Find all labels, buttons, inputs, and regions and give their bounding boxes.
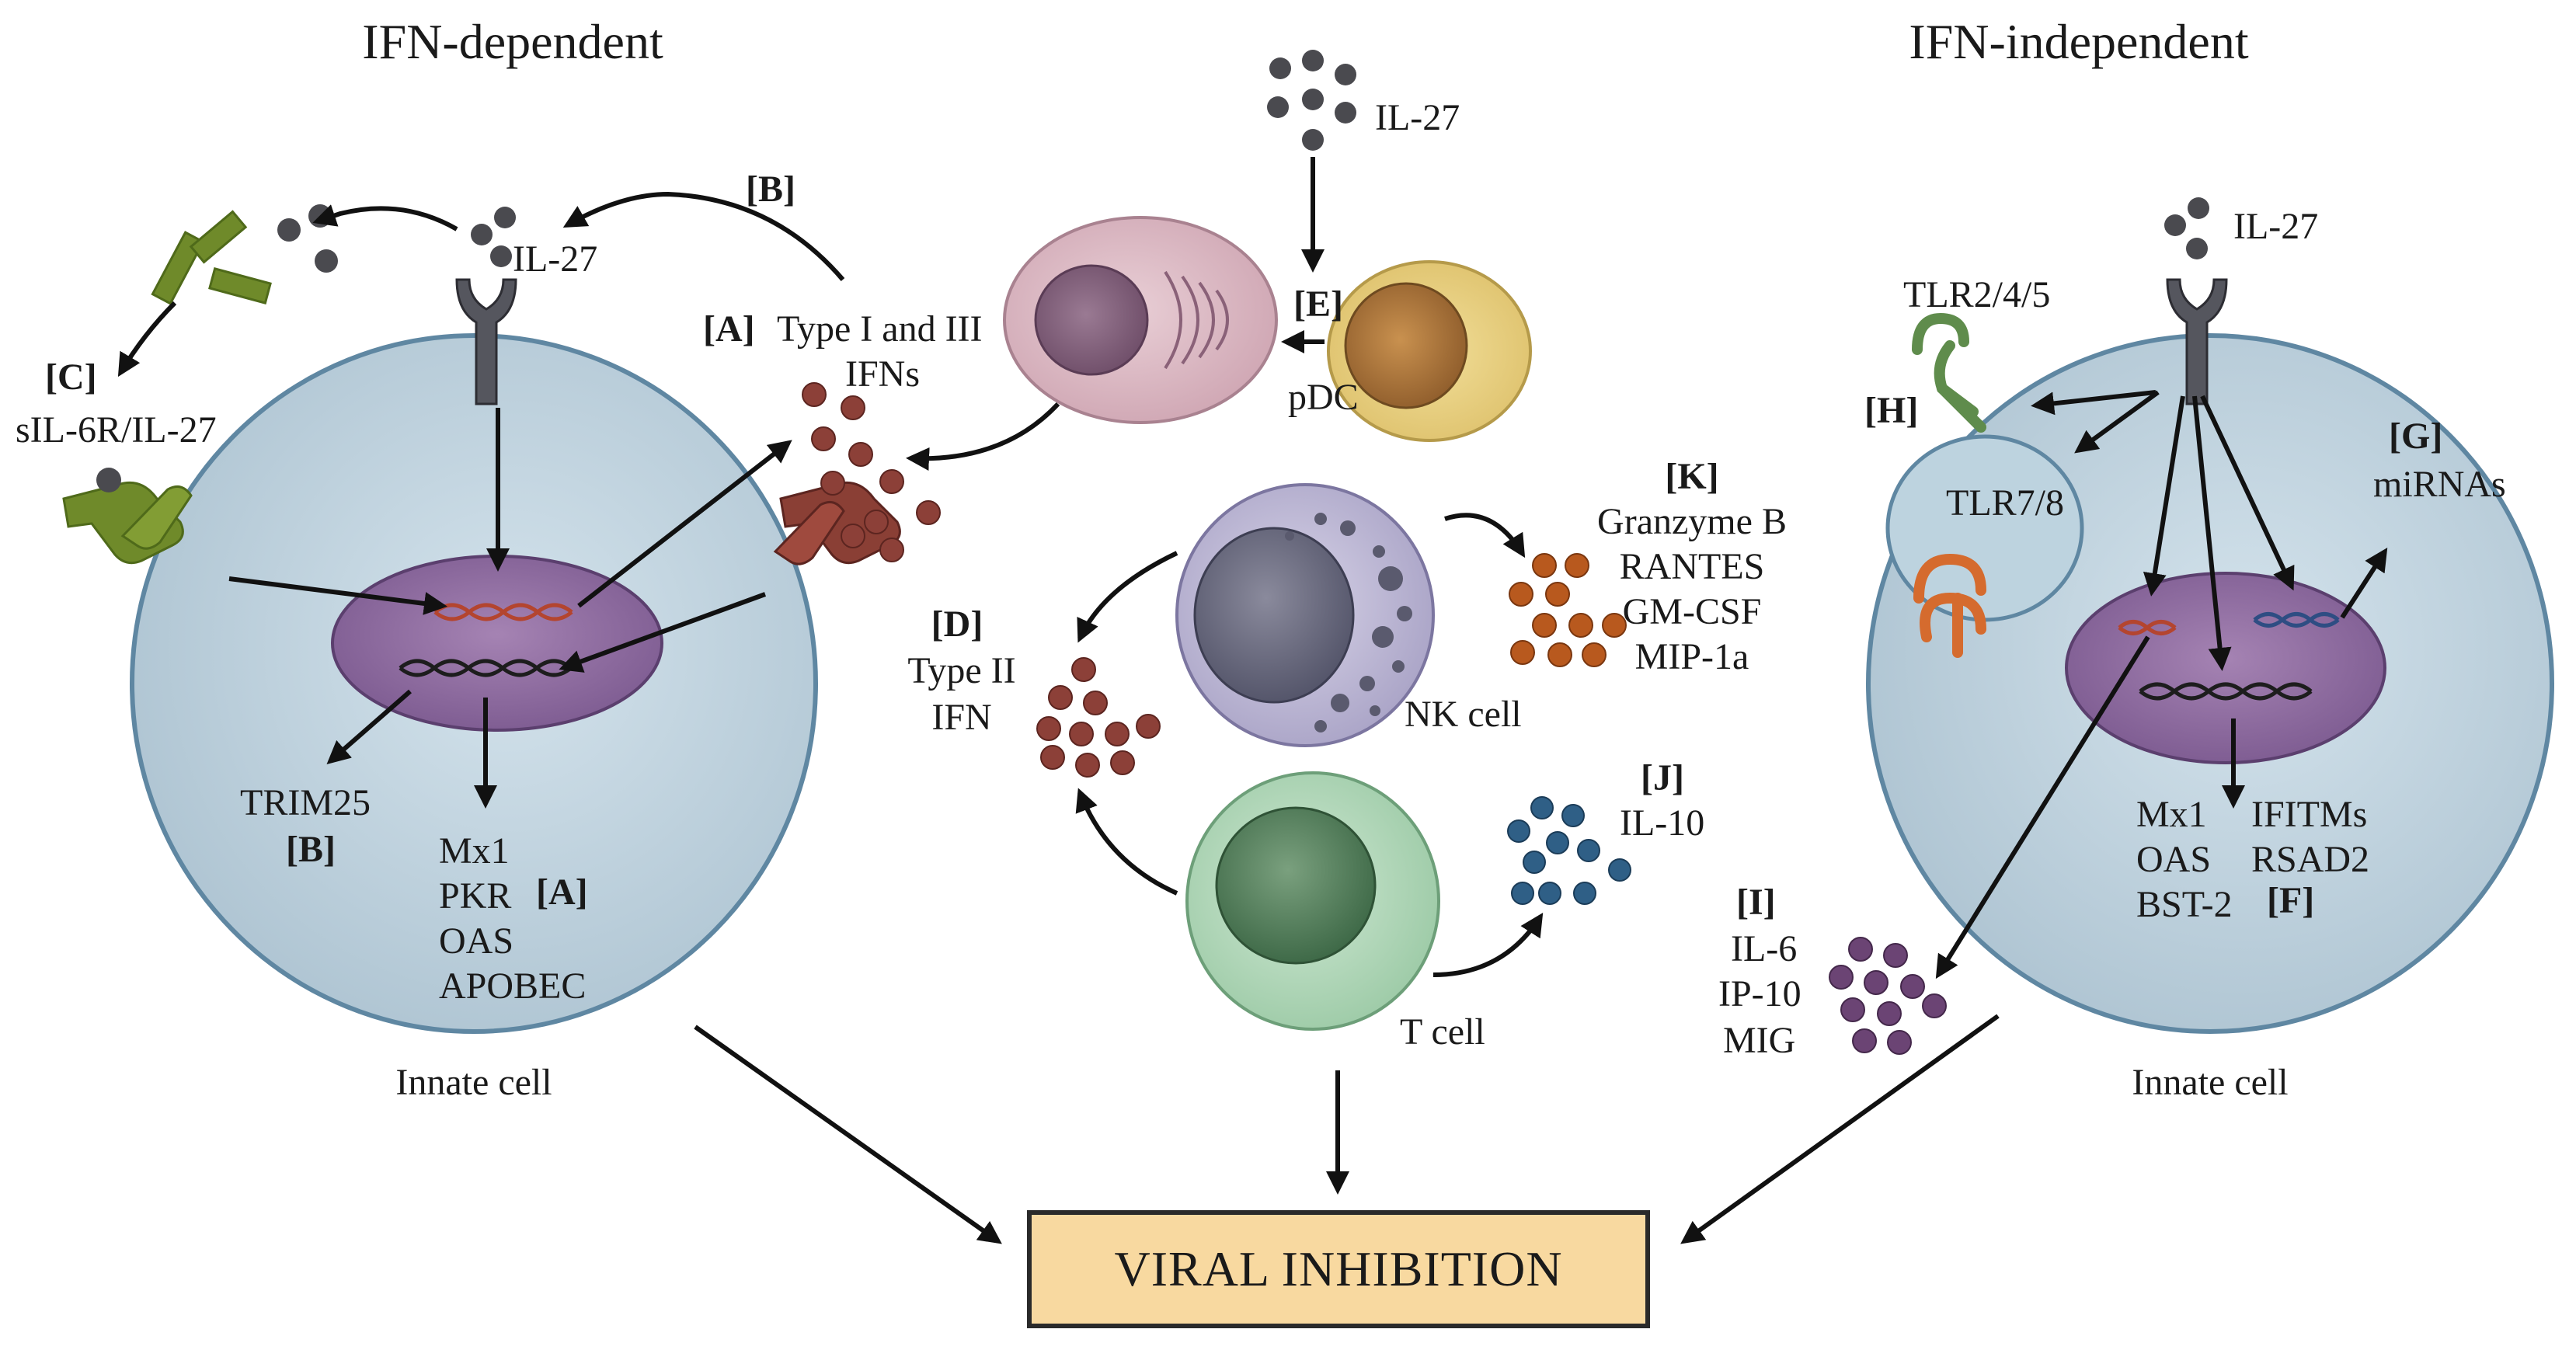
- label-right-innate-cell: Innate cell: [2132, 1062, 2289, 1103]
- type2-ifn-dots: [1036, 657, 1161, 778]
- label-type2-line1: Type II: [907, 650, 1016, 691]
- cytokine-dots: [1829, 937, 1947, 1055]
- tlr245-receptor-icon: [1912, 312, 1986, 433]
- label-mip-1a: MIP-1a: [1634, 636, 1749, 677]
- center-il27-dots: [1267, 50, 1356, 151]
- label-right-gene-mx1: Mx1: [2136, 794, 2207, 835]
- label-il10: IL-10: [1620, 802, 1705, 844]
- label-pathway-f: [F]: [2267, 880, 2315, 921]
- t-cell: [1185, 771, 1440, 1031]
- label-pathway-e: [E]: [1293, 284, 1343, 325]
- arrow-il27-to-sil6r: [312, 204, 458, 231]
- left-il27-receptor-icon: [455, 207, 517, 405]
- ifn-receptor-icon: [773, 481, 901, 565]
- arrow-sil6r-to-nucleus: [228, 576, 447, 615]
- label-left-il27: IL-27: [513, 238, 598, 280]
- label-pathway-g: [G]: [2389, 416, 2443, 457]
- arrow-to-dna-black: [2192, 395, 2232, 671]
- sil6r-receptor-icon: [62, 468, 193, 565]
- arrow-t-to-il10: [1432, 912, 1544, 977]
- right-il27-receptor-icon: [2164, 197, 2228, 405]
- label-right-gene-oas: OAS: [2136, 839, 2212, 880]
- arrow-pdc-to-ifns: [906, 402, 1060, 471]
- arrow-t-to-type2: [1075, 788, 1178, 896]
- label-il6: IL-6: [1731, 928, 1798, 969]
- arrow-nucleus-to-ifns: [577, 440, 792, 608]
- label-ip10: IP-10: [1718, 973, 1801, 1014]
- label-pathway-h: [H]: [1864, 390, 1919, 431]
- label-tlr78: TLR7/8: [1946, 482, 2064, 524]
- label-pathway-a-top: [A]: [703, 308, 755, 350]
- arrow-to-dna-red: [2143, 395, 2185, 597]
- arrow-ifnreceptor-to-nucleus: [559, 592, 767, 673]
- tlr78-receptor-icon: [1913, 553, 1986, 658]
- label-t-cell: T cell: [1400, 1011, 1485, 1053]
- label-center-il27: IL-27: [1375, 97, 1460, 138]
- il10-dots: [1507, 796, 1631, 905]
- label-rantes: RANTES: [1619, 546, 1765, 587]
- label-mirnas: miRNAs: [2373, 464, 2506, 505]
- label-gm-csf: GM-CSF: [1622, 591, 1762, 632]
- arrow-to-dna-blue: [2200, 395, 2295, 591]
- nk-cell: [1175, 483, 1435, 747]
- label-pathway-k: [K]: [1665, 456, 1719, 497]
- right-dna-blue-icon: [2253, 612, 2340, 628]
- label-pathway-b-top: [B]: [746, 169, 795, 210]
- arrow-dna-to-cytokines: [1935, 635, 2150, 979]
- label-tlr245: TLR2/4/5: [1903, 274, 2051, 315]
- arrow-to-tlr78: [2074, 390, 2160, 454]
- label-gene-oas: OAS: [439, 920, 514, 962]
- arrow-to-mirnas: [2340, 547, 2388, 619]
- label-right-gene-ifitms: IFITMs: [2251, 794, 2368, 835]
- arrow-to-trim25: [326, 689, 412, 764]
- right-dna-red-icon: [2118, 620, 2177, 635]
- label-gene-mx1: Mx1: [439, 830, 510, 872]
- left-dna-lower-icon: [399, 659, 573, 677]
- sil6r-fragments-icon: [151, 210, 272, 305]
- label-sil6r-il27: sIL-6R/IL-27: [16, 409, 217, 451]
- label-pathway-c: [C]: [45, 357, 97, 398]
- label-right-il27: IL-27: [2233, 206, 2319, 247]
- label-trim25: TRIM25: [240, 782, 371, 823]
- right-nucleus: [2065, 572, 2386, 764]
- label-granzyme-b: Granzyme B: [1597, 501, 1787, 542]
- label-pathway-b-bottom: [B]: [286, 829, 336, 870]
- label-left-innate-cell: Innate cell: [395, 1062, 552, 1103]
- label-pathway-i: [I]: [1736, 882, 1776, 923]
- arrow-nk-to-products: [1444, 513, 1526, 558]
- viral-inhibition-label: VIRAL INHIBITION: [1114, 1241, 1563, 1296]
- label-type13-line2: IFNs: [845, 353, 921, 395]
- label-pathway-j: [J]: [1641, 757, 1684, 799]
- arrow-left-to-viral: [694, 1025, 1002, 1244]
- pdc-cell: [1003, 216, 1278, 424]
- left-dna-upper-icon: [433, 603, 573, 621]
- label-pathway-d: [D]: [931, 604, 983, 645]
- arrow-to-tlr245: [2031, 390, 2157, 416]
- yellow-cell: [1327, 260, 1532, 442]
- heading-ifn-independent: IFN-independent: [1909, 14, 2249, 69]
- type13-ifn-dots: [802, 382, 941, 562]
- label-pathway-a-bottom: [A]: [536, 872, 588, 913]
- sil6r-il27-dots: [277, 204, 338, 273]
- arrow-right-to-viral: [1680, 1014, 2000, 1244]
- right-dna-black-icon: [2139, 682, 2313, 701]
- label-right-gene-rsad2: RSAD2: [2251, 839, 2370, 880]
- arrow-nk-to-type2: [1077, 551, 1178, 643]
- arrow-b-top: [562, 191, 845, 281]
- label-gene-apobec: APOBEC: [439, 966, 587, 1007]
- arrow-sil6r-to-c: [117, 301, 177, 378]
- viral-inhibition-box: VIRAL INHIBITION: [1027, 1210, 1650, 1328]
- label-mig: MIG: [1723, 1020, 1796, 1061]
- heading-ifn-dependent: IFN-dependent: [362, 14, 663, 69]
- label-type2-line2: IFN: [931, 697, 992, 738]
- label-gene-pkr: PKR: [439, 875, 512, 917]
- nk-product-dots: [1509, 553, 1627, 667]
- label-pdc: pDC: [1288, 377, 1359, 418]
- label-right-gene-bst2: BST-2: [2136, 884, 2233, 925]
- arrows: [117, 157, 2388, 1244]
- label-nk-cell: NK cell: [1405, 694, 1522, 735]
- label-type13-line1: Type I and III: [777, 308, 983, 350]
